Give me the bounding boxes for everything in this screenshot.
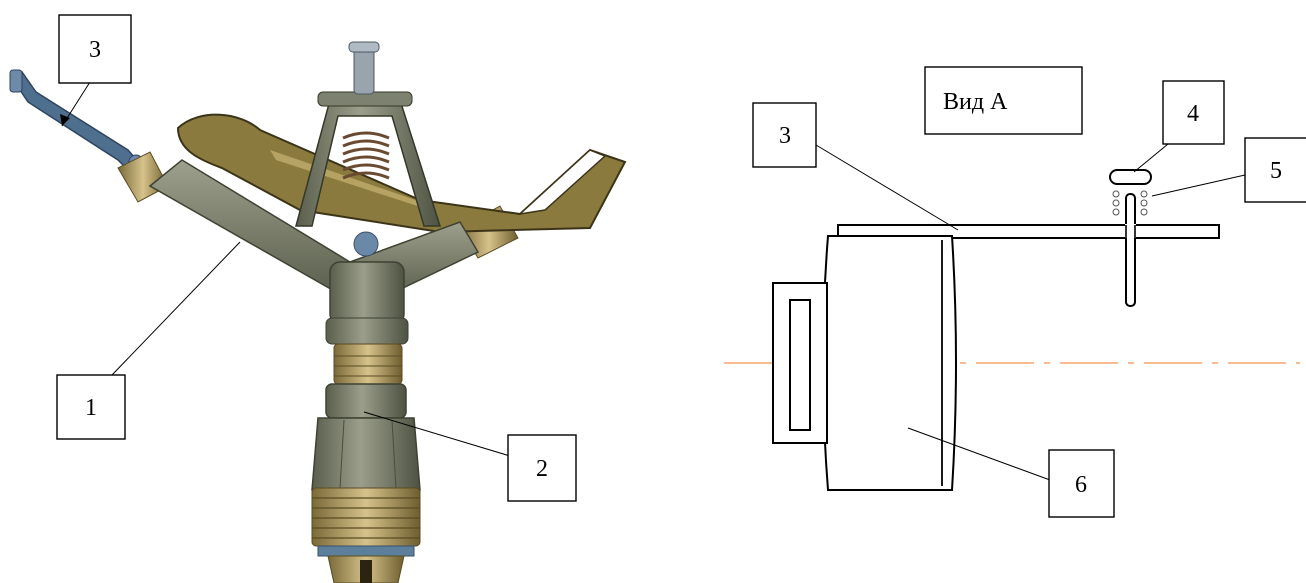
photo-leaders <box>60 81 511 457</box>
drawing-callout-3-text: 3 <box>779 123 791 149</box>
view-title: Вид А <box>924 66 1083 135</box>
photo-callout-1: 1 <box>56 374 126 440</box>
lower-body <box>311 383 421 491</box>
drawing-callout-5-text: 5 <box>1270 158 1282 184</box>
view-title-text: Вид А <box>943 89 1008 115</box>
y-body <box>148 159 480 345</box>
photo-callout-1-text: 1 <box>85 395 97 421</box>
technical-drawing <box>724 143 1300 491</box>
blue-lever <box>9 69 144 174</box>
drawing-callout-6: 6 <box>1048 449 1115 518</box>
drawing-callout-4: 4 <box>1162 80 1225 145</box>
drawing-callout-4-text: 4 <box>1187 101 1199 127</box>
drawing-callout-3: 3 <box>752 102 817 168</box>
cylinder-body <box>822 235 957 491</box>
spring-coils <box>1112 190 1148 216</box>
lever-plate <box>837 224 1220 239</box>
drawing-callout-5: 5 <box>1244 137 1306 203</box>
flange-inner <box>789 299 811 431</box>
drawing-callout-6-text: 6 <box>1075 472 1087 498</box>
photo-callout-2-text: 2 <box>536 456 548 482</box>
drive-arm <box>176 113 627 234</box>
spring <box>342 131 390 180</box>
pin <box>1109 169 1152 307</box>
photo-callout-3: 3 <box>58 14 132 84</box>
photo-callout-3-text: 3 <box>89 37 101 63</box>
sprinkler-bridge <box>295 41 442 227</box>
sprinkler-photo <box>9 41 627 583</box>
photo-callout-2: 2 <box>507 434 577 502</box>
